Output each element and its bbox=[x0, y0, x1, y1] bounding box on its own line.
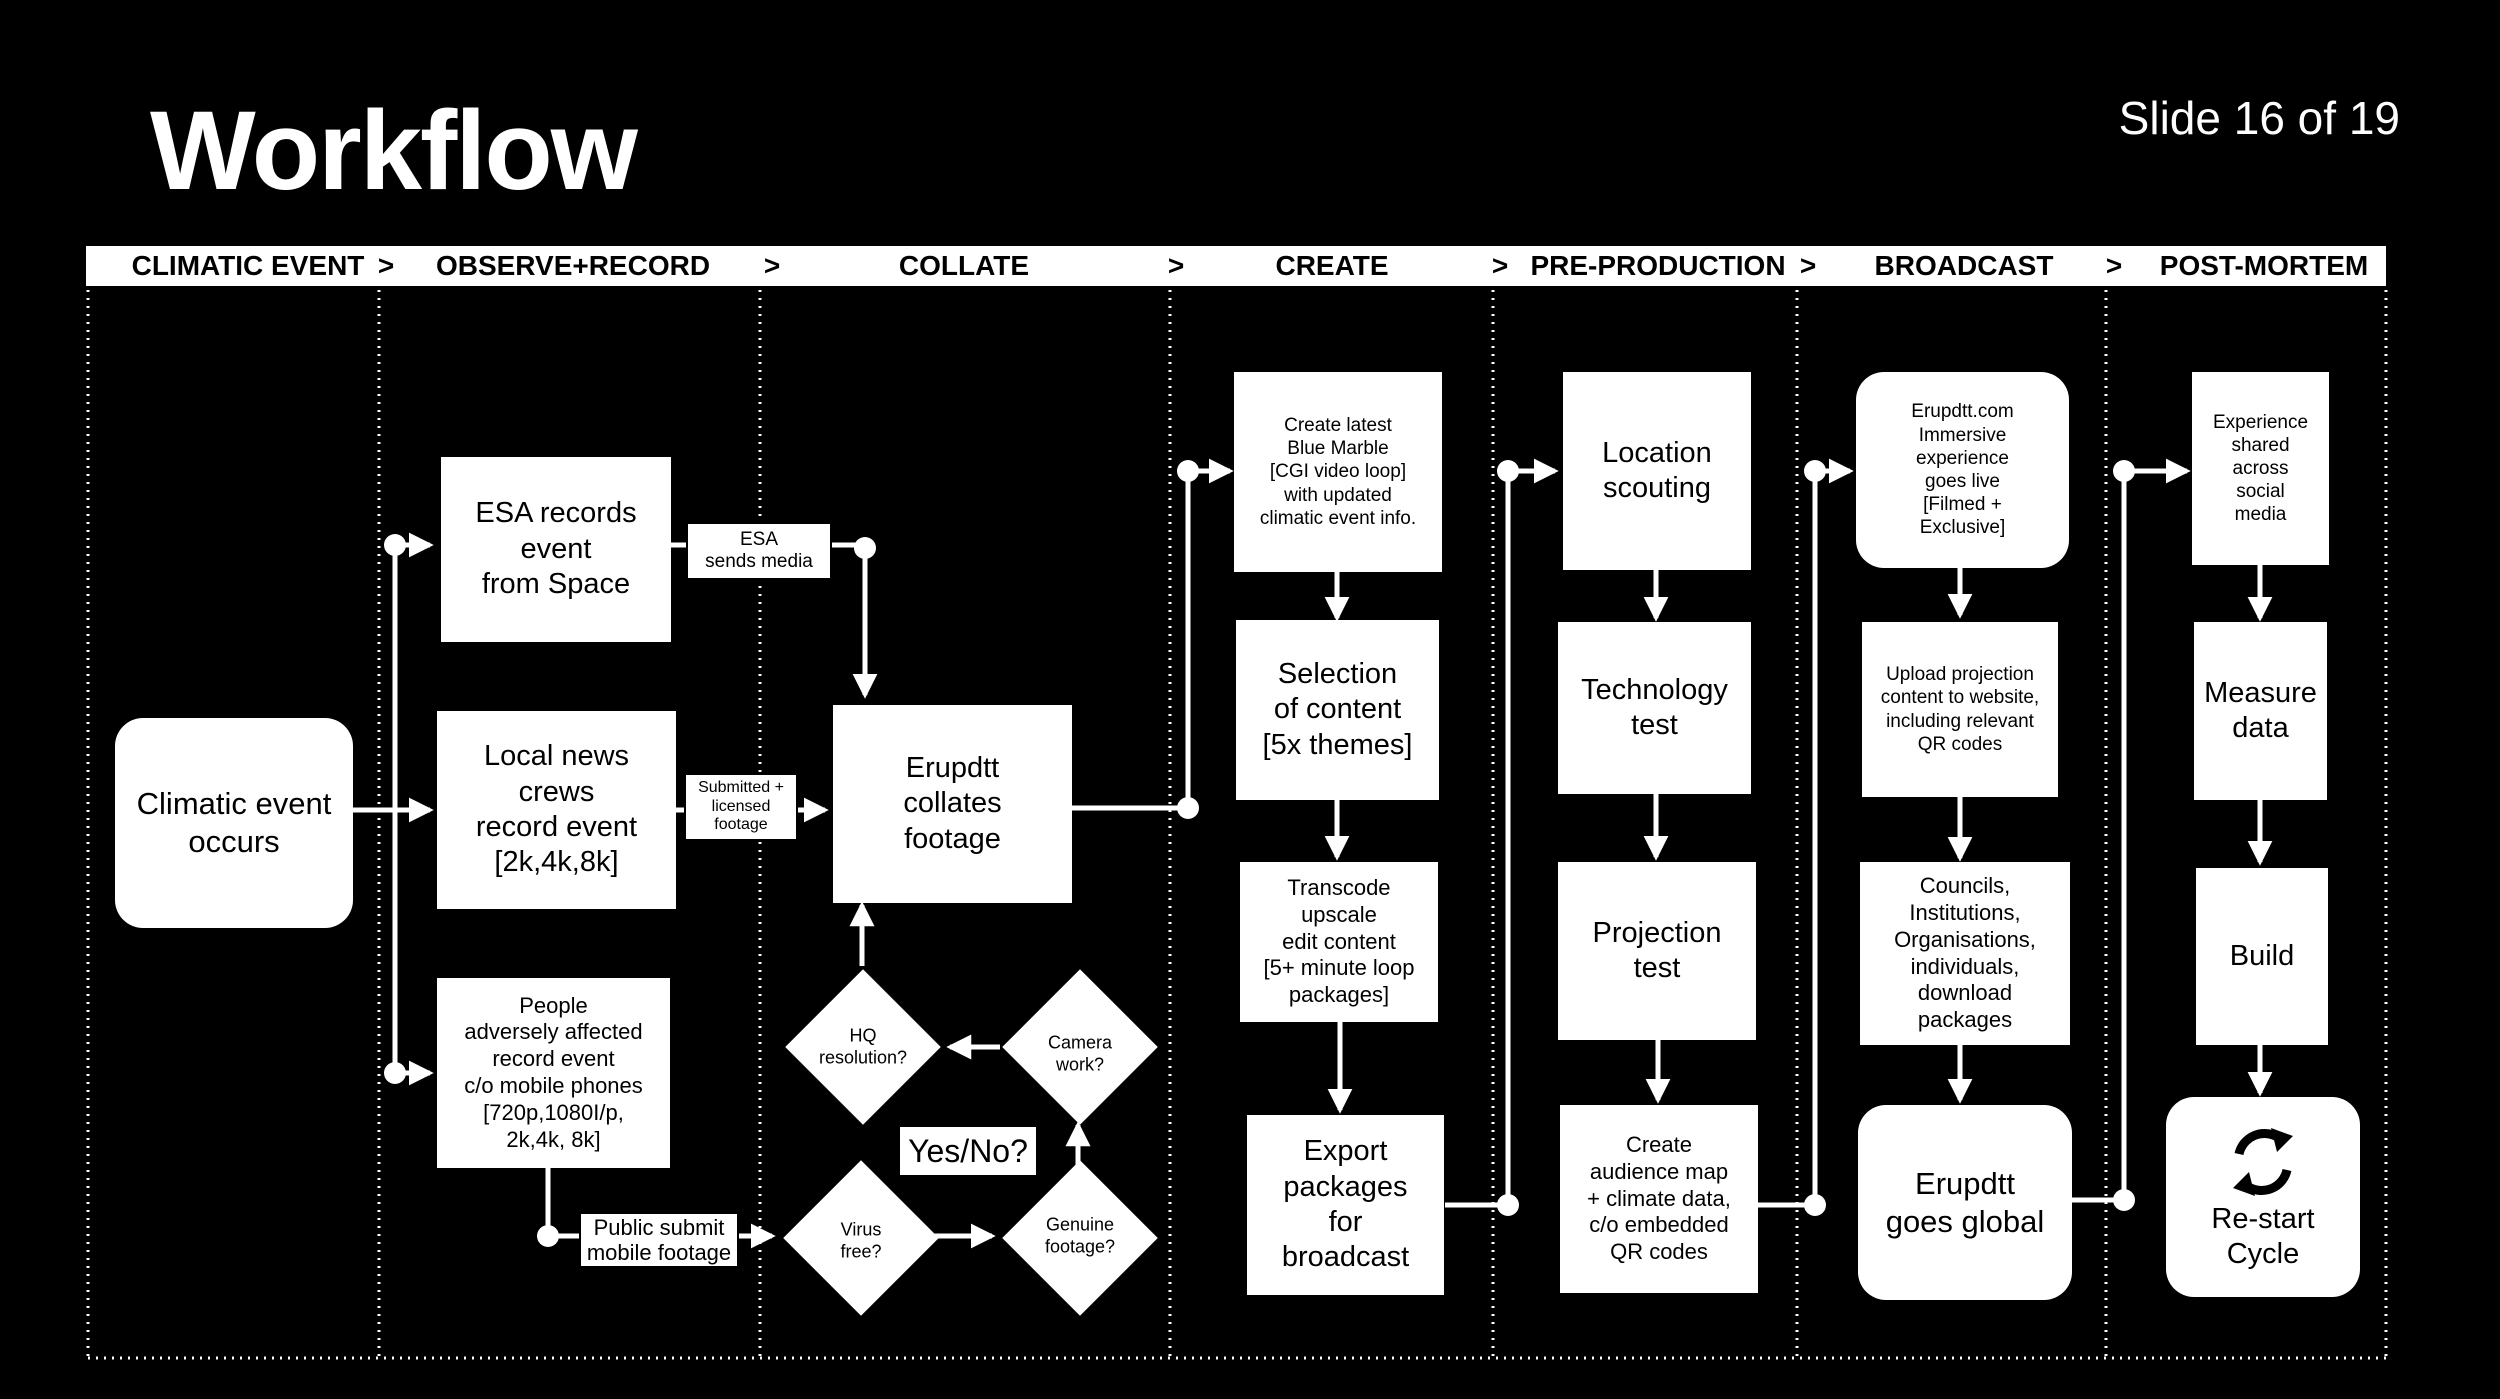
phase-broadcast: BROADCAST bbox=[1874, 250, 2054, 281]
node-transcode: Transcode upscale edit content [5+ minut… bbox=[1240, 862, 1438, 1022]
node-esa-records: ESA records event from Space bbox=[441, 457, 671, 642]
node-measure-data: Measure data bbox=[2194, 622, 2327, 800]
phase-separator: > bbox=[1491, 250, 1509, 281]
slide-title: Workflow bbox=[150, 88, 638, 213]
phase-separator: > bbox=[763, 250, 781, 281]
decision-hq-resolution-label: HQ resolution? bbox=[818, 1025, 908, 1067]
node-climatic-event: Climatic event occurs bbox=[115, 718, 353, 928]
yes-no-label: Yes/No? bbox=[900, 1127, 1036, 1175]
node-projection-test: Projection test bbox=[1558, 862, 1756, 1040]
phase-climatic-event: CLIMATIC EVENT bbox=[131, 250, 365, 281]
slide-counter: Slide 16 of 19 bbox=[2118, 92, 2400, 144]
decision-virus-free-label: Virus free? bbox=[840, 1219, 882, 1261]
decision-camera-work-label: Camera work? bbox=[1047, 1032, 1113, 1074]
node-export: Export packages for broadcast bbox=[1247, 1115, 1444, 1295]
node-experience-shared: Experience shared across social media bbox=[2192, 372, 2329, 565]
node-erupdtt-goes-global: Erupdtt goes global bbox=[1858, 1105, 2072, 1300]
phase-separator: > bbox=[377, 250, 395, 281]
phase-separator: > bbox=[2105, 250, 2123, 281]
node-people-record: People adversely affected record event c… bbox=[437, 978, 670, 1168]
node-selection: Selection of content [5x themes] bbox=[1236, 620, 1439, 800]
edge-label-submitted-footage: Submitted + licensed footage bbox=[684, 773, 798, 841]
phase-post-mortem: POST-MORTEM bbox=[2159, 250, 2369, 281]
edge-label-esa-sends-media: ESA sends media bbox=[686, 522, 832, 580]
phase-separator: > bbox=[1167, 250, 1185, 281]
refresh-cycle-icon bbox=[2233, 1127, 2293, 1196]
node-erupdtt-collates: Erupdtt collates footage bbox=[833, 705, 1072, 903]
phase-header-bar: CLIMATIC EVENT > OBSERVE+RECORD > COLLAT… bbox=[86, 246, 2386, 286]
node-upload-projection: Upload projection content to website, in… bbox=[1862, 622, 2058, 797]
phase-collate: COLLATE bbox=[898, 250, 1030, 281]
node-location-scouting: Location scouting bbox=[1563, 372, 1751, 570]
node-restart-cycle: Re-start Cycle bbox=[2166, 1097, 2360, 1297]
node-councils-download: Councils, Institutions, Organisations, i… bbox=[1860, 862, 2070, 1045]
swimlane-dividers bbox=[86, 290, 2388, 1360]
node-restart-label: Re-start Cycle bbox=[2211, 1202, 2315, 1270]
node-audience-map: Create audience map + climate data, c/o … bbox=[1560, 1105, 1758, 1293]
decision-genuine-footage-label: Genuine footage? bbox=[1044, 1214, 1116, 1256]
phase-create: CREATE bbox=[1275, 250, 1389, 281]
edge-label-public-submit: Public submit mobile footage bbox=[579, 1212, 739, 1268]
node-immersive-live: Erupdtt.com Immersive experience goes li… bbox=[1856, 372, 2069, 568]
phase-pre-production: PRE-PRODUCTION bbox=[1530, 250, 1786, 281]
node-technology-test: Technology test bbox=[1558, 622, 1751, 794]
node-create-latest: Create latest Blue Marble [CGI video loo… bbox=[1234, 372, 1442, 572]
node-build: Build bbox=[2196, 868, 2328, 1045]
phase-separator: > bbox=[1799, 250, 1817, 281]
phase-observe-record: OBSERVE+RECORD bbox=[435, 250, 711, 281]
node-local-news: Local news crews record event [2k,4k,8k] bbox=[437, 711, 676, 909]
